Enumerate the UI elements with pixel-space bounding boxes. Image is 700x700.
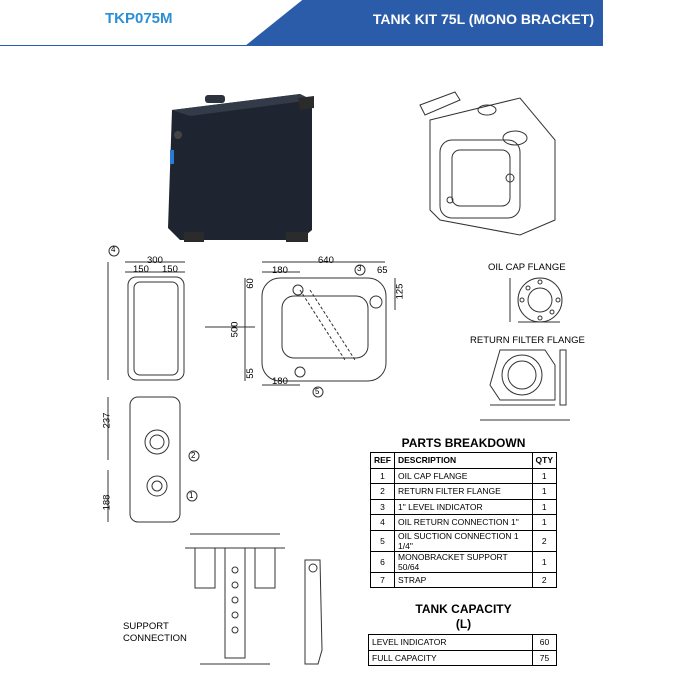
dim-500: 500 bbox=[229, 321, 241, 338]
row-ref: 4 bbox=[370, 514, 395, 531]
row-qty: 2 bbox=[531, 529, 558, 552]
row-ref: 1 bbox=[370, 467, 395, 484]
parts-header-row: REF DESCRIPTION QTY bbox=[370, 452, 558, 469]
tank-isometric bbox=[419, 91, 556, 236]
dim-300: 300 bbox=[147, 255, 163, 266]
table-row: 5 OIL SUCTION CONNECTION 1 1/4" 2 bbox=[370, 529, 558, 552]
table-row: LEVEL INDICATOR 60 bbox=[368, 634, 557, 651]
header-band bbox=[245, 0, 603, 46]
row-description: 1" LEVEL INDICATOR bbox=[394, 498, 533, 515]
row-description: MONOBRACKET SUPPORT 50/64 bbox=[394, 550, 533, 573]
parts-table: REF DESCRIPTION QTY 1 OIL CAP FLANGE 1 2… bbox=[370, 452, 558, 588]
col-qty: QTY bbox=[531, 452, 558, 469]
product-code: TKP075M bbox=[105, 10, 173, 27]
callout-1: 1 bbox=[189, 491, 194, 500]
row-qty: 1 bbox=[531, 514, 558, 531]
callout-4: 4 bbox=[111, 245, 116, 254]
dim-180-bottom: 180 bbox=[272, 376, 288, 387]
callout-3: 3 bbox=[357, 264, 362, 273]
row-ref: 2 bbox=[370, 483, 395, 500]
capacity-label: LEVEL INDICATOR bbox=[368, 634, 533, 651]
table-row: FULL CAPACITY 75 bbox=[368, 649, 557, 666]
return-filter-flange-drawing bbox=[480, 349, 570, 421]
row-description: OIL RETURN CONNECTION 1" bbox=[394, 514, 533, 531]
table-row: 1 OIL CAP FLANGE 1 bbox=[370, 467, 558, 484]
capacity-label: FULL CAPACITY bbox=[368, 649, 533, 666]
return-filter-flange-label: RETURN FILTER FLANGE bbox=[470, 335, 585, 346]
tank-capacity-unit: (L) bbox=[455, 617, 472, 631]
support-label: SUPPORT bbox=[123, 621, 169, 632]
capacity-table: LEVEL INDICATOR 60 FULL CAPACITY 75 bbox=[368, 634, 557, 666]
row-ref: 3 bbox=[370, 498, 395, 515]
table-row: 3 1" LEVEL INDICATOR 1 bbox=[370, 498, 558, 515]
row-description: STRAP bbox=[394, 571, 533, 588]
capacity-value: 60 bbox=[532, 634, 557, 651]
row-description: OIL SUCTION CONNECTION 1 1/4" bbox=[394, 529, 533, 552]
dim-188: 188 bbox=[101, 494, 113, 511]
dim-55: 55 bbox=[244, 368, 256, 379]
col-description: DESCRIPTION bbox=[394, 452, 533, 469]
table-row: 6 MONOBRACKET SUPPORT 50/64 1 bbox=[370, 550, 558, 573]
row-ref: 6 bbox=[370, 550, 395, 573]
front-view bbox=[107, 396, 200, 523]
row-qty: 1 bbox=[531, 467, 558, 484]
dim-125: 125 bbox=[394, 283, 406, 300]
row-ref: 7 bbox=[370, 571, 395, 588]
connection-label: CONNECTION bbox=[123, 633, 187, 644]
row-qty: 1 bbox=[531, 498, 558, 515]
callout-5: 5 bbox=[315, 387, 320, 396]
row-qty: 1 bbox=[531, 550, 558, 573]
row-qty: 2 bbox=[531, 571, 558, 588]
tank-capacity-title: TANK CAPACITY bbox=[415, 602, 512, 616]
dim-65: 65 bbox=[377, 265, 388, 276]
side-view bbox=[107, 245, 255, 381]
support-connection-drawing bbox=[185, 533, 323, 665]
table-row: 7 STRAP 2 bbox=[370, 571, 558, 588]
row-ref: 5 bbox=[370, 529, 395, 552]
row-description: OIL CAP FLANGE bbox=[394, 467, 533, 484]
row-qty: 1 bbox=[531, 483, 558, 500]
dim-60: 60 bbox=[244, 278, 256, 289]
table-row: 2 RETURN FILTER FLANGE 1 bbox=[370, 483, 558, 500]
parts-breakdown-title: PARTS BREAKDOWN bbox=[401, 436, 526, 450]
callout-2: 2 bbox=[191, 451, 196, 460]
dim-150-right: 150 bbox=[162, 264, 178, 275]
dim-150-left: 150 bbox=[133, 264, 149, 275]
top-view bbox=[244, 261, 396, 398]
row-description: RETURN FILTER FLANGE bbox=[394, 483, 533, 500]
capacity-value: 75 bbox=[532, 649, 557, 666]
col-ref: REF bbox=[370, 452, 395, 469]
dim-237: 237 bbox=[101, 412, 113, 429]
page-title: TANK KIT 75L (MONO BRACKET) bbox=[372, 11, 594, 27]
oil-cap-flange-label: OIL CAP FLANGE bbox=[488, 262, 566, 273]
table-row: 4 OIL RETURN CONNECTION 1" 1 bbox=[370, 514, 558, 531]
dim-640: 640 bbox=[318, 255, 334, 266]
dim-180-top: 180 bbox=[272, 265, 288, 276]
tank-photo bbox=[168, 94, 314, 242]
oil-cap-flange-drawing bbox=[509, 277, 563, 323]
